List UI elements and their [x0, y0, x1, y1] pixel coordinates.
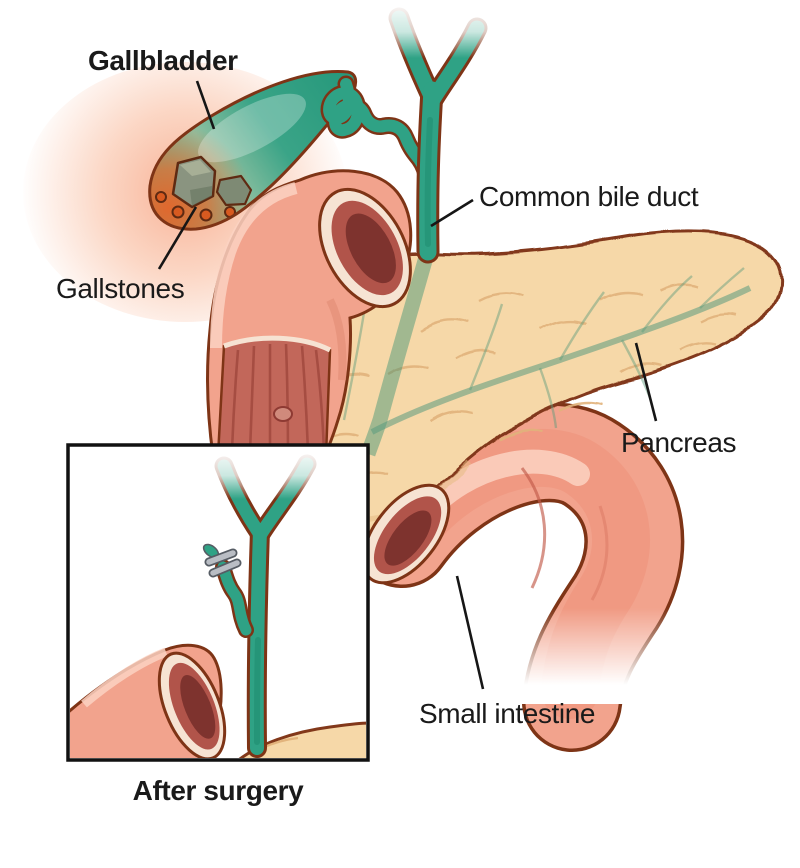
inset-border [66, 443, 370, 762]
common-bile-duct-leader [430, 198, 474, 228]
small-intestine-label: Small intestine [419, 698, 596, 729]
small-intestine-cut-end [361, 483, 451, 585]
gallstones-leader [157, 206, 198, 270]
gallstones [155, 155, 253, 222]
surgical-clip [204, 548, 242, 578]
pancreas-leader [634, 342, 658, 422]
duodenum [206, 169, 413, 458]
duodenal-papilla [273, 406, 293, 422]
inset-duodenum [70, 643, 227, 758]
common-bile-duct-label: Common bile duct [479, 181, 699, 212]
gallbladder-leader [195, 80, 216, 130]
gallstones-label: Gallstones [56, 273, 185, 304]
after-surgery-caption: After surgery [132, 775, 304, 806]
small-intestine-leader [455, 575, 485, 690]
cystic-duct-stump [202, 543, 254, 638]
leader-lines [157, 80, 658, 690]
after-surgery-inset [66, 443, 370, 762]
gallbladder-label: Gallbladder [88, 45, 238, 76]
cystic-duct [320, 75, 436, 189]
duct-top-fade [372, 0, 502, 58]
pancreas-label: Pancreas [621, 427, 737, 458]
intestine-fade [455, 608, 695, 704]
inset-top-fade [70, 447, 366, 499]
gallbladder [148, 69, 436, 231]
